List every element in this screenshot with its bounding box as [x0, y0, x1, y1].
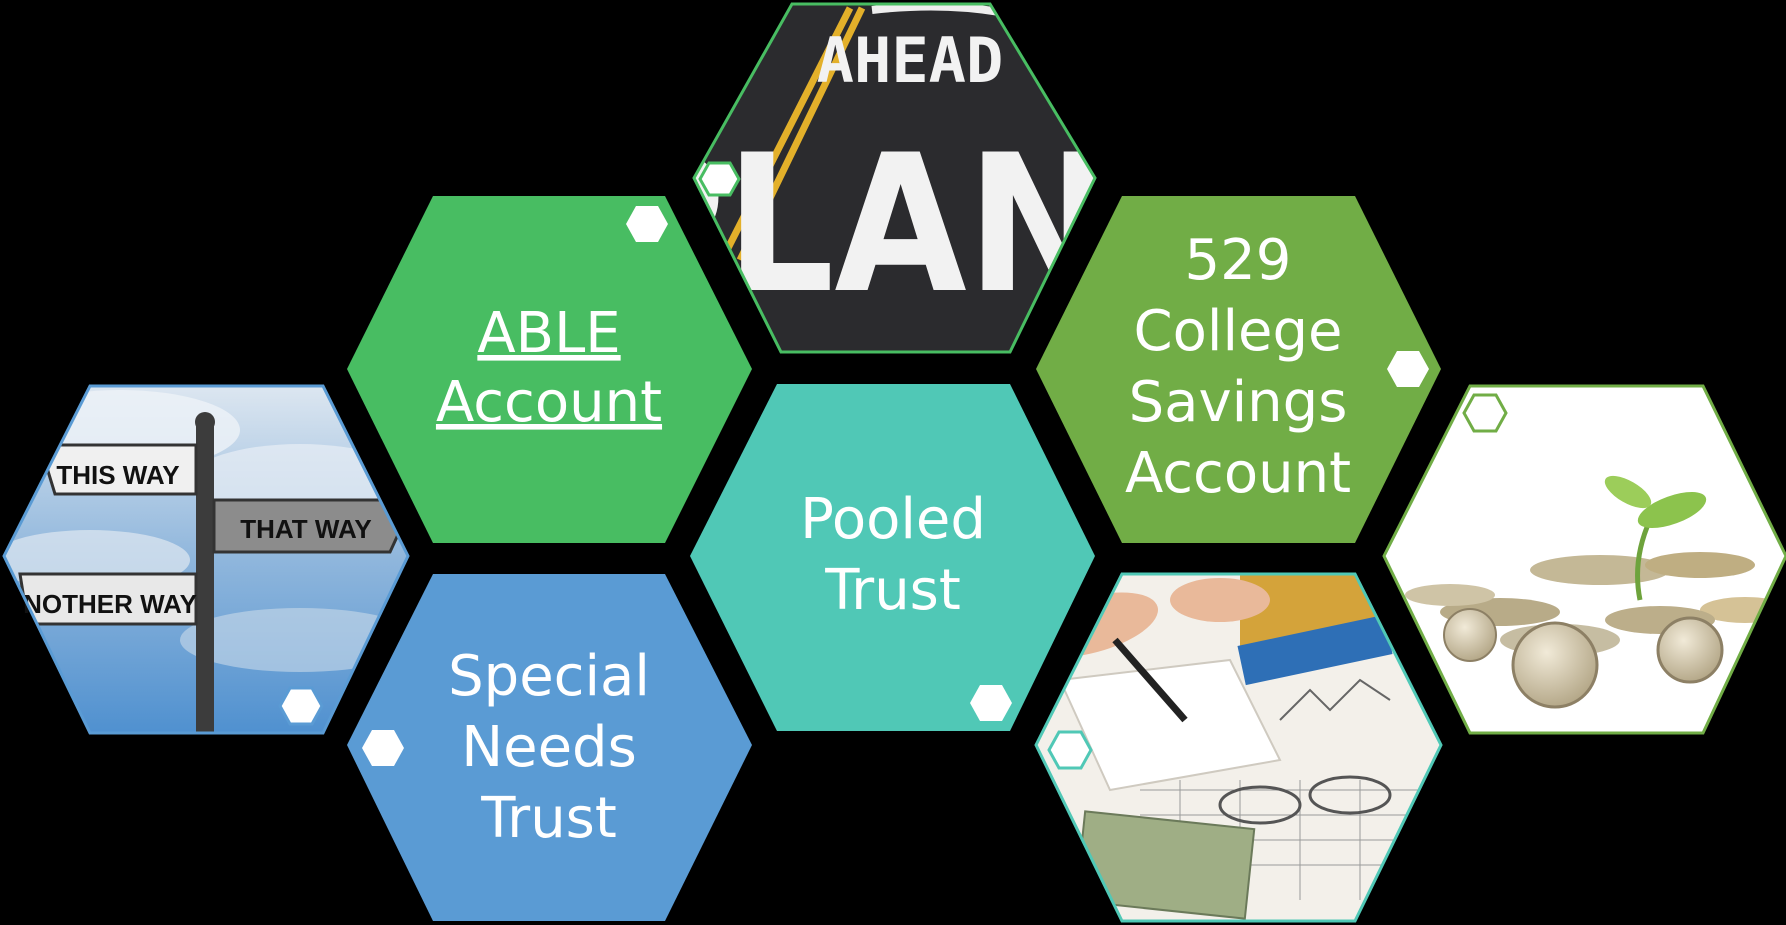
signpost-badge-icon — [278, 686, 324, 726]
plan-ahead-badge-icon — [698, 161, 741, 197]
special-needs-badge-icon — [362, 730, 404, 766]
paperwork-photo-hex — [1034, 572, 1443, 923]
road-text-bottom: PLAN — [600, 113, 1110, 335]
signpost-photo-hex: THIS WAY THAT WAY NOTHER WAY — [2, 384, 410, 735]
college-529-badge-icon — [1387, 351, 1429, 387]
college-529-hex: 529 College Savings Account — [1036, 196, 1441, 543]
able-account-hex[interactable]: ABLE Account — [347, 196, 752, 543]
special-needs-line3: Trust — [480, 786, 617, 851]
road-text-top: AHEAD — [817, 24, 1004, 97]
sign-this-way: THIS WAY — [56, 460, 179, 490]
paperwork-badge-icon — [1047, 730, 1093, 770]
coins-badge-icon — [1462, 393, 1508, 433]
special-needs-trust-hex: Special Needs Trust — [347, 574, 752, 921]
sign-nother-way: NOTHER WAY — [23, 589, 197, 619]
coins-photo-hex — [1382, 384, 1786, 735]
pooled-line2: Trust — [824, 558, 961, 623]
able-title-link[interactable]: ABLE — [477, 301, 620, 366]
college-529-line4: Account — [1125, 441, 1351, 506]
pooled-trust-hex: Pooled Trust — [690, 384, 1095, 731]
pooled-badge-icon — [970, 685, 1012, 721]
special-needs-line1: Special — [448, 644, 650, 709]
able-badge-icon — [626, 206, 668, 242]
college-529-line3: Savings — [1129, 370, 1348, 435]
special-needs-line2: Needs — [461, 715, 637, 780]
college-529-line1: 529 — [1185, 228, 1292, 293]
sign-that-way: THAT WAY — [240, 514, 371, 544]
college-529-line2: College — [1134, 299, 1343, 364]
able-subtitle-link[interactable]: Account — [436, 370, 662, 435]
pooled-line1: Pooled — [800, 487, 986, 552]
